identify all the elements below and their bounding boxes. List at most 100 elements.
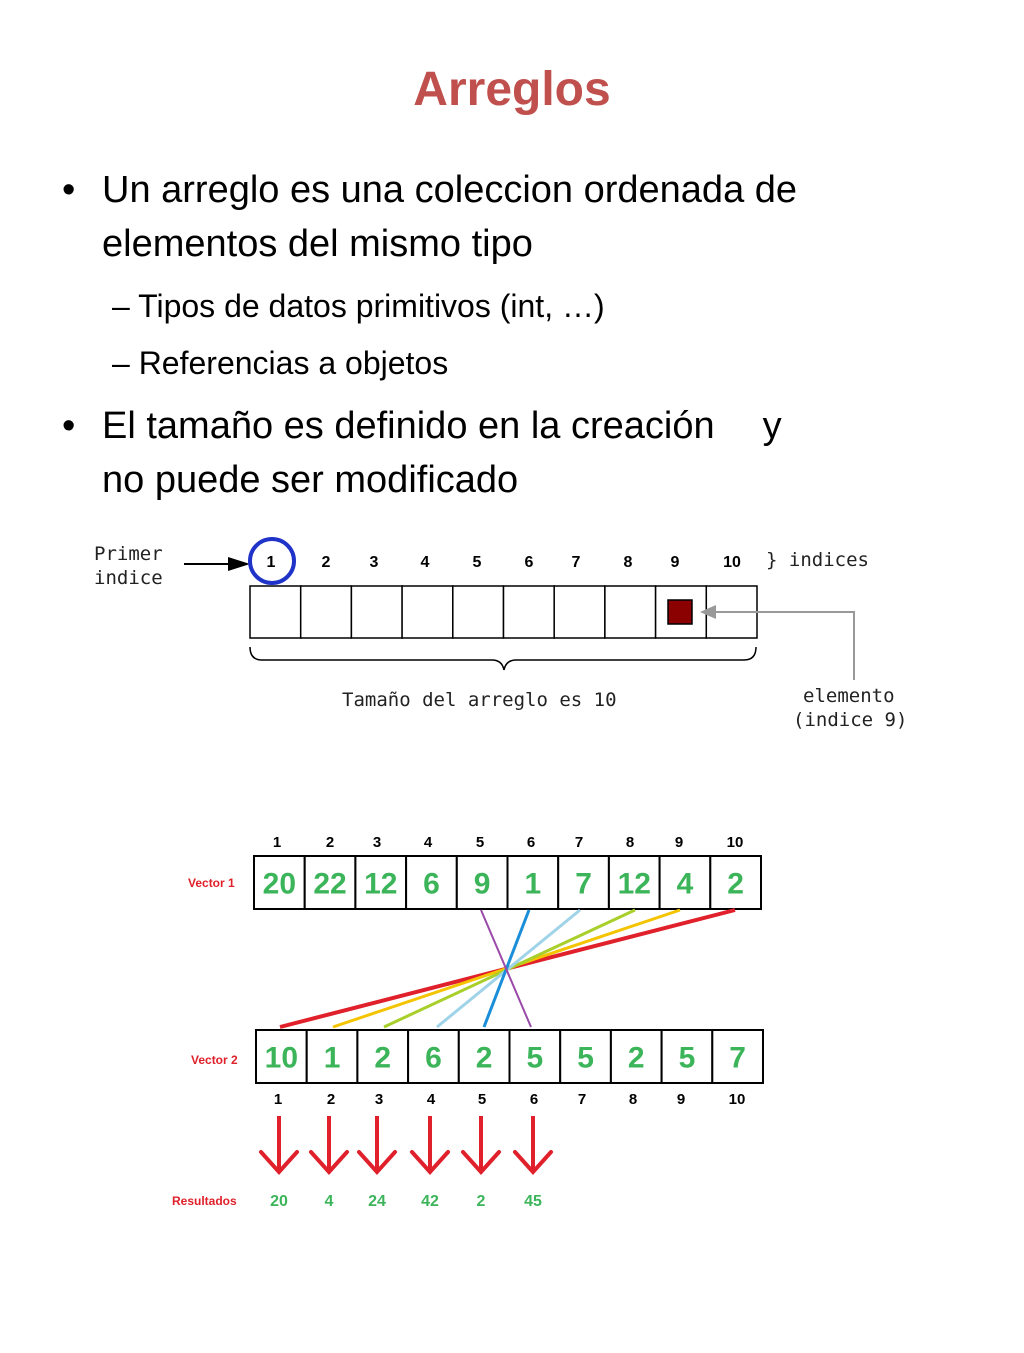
bullet-2-text: El tamaño es definido en la creación y no…	[102, 399, 882, 507]
vector-2-value: 1	[324, 1042, 341, 1075]
vector-2-index: 1	[274, 1091, 282, 1108]
vector-1-value: 20	[263, 868, 296, 901]
bullet-1-text: Un arreglo es una coleccion ordenada de …	[102, 163, 882, 271]
array-cell	[249, 585, 302, 639]
result-value: 20	[270, 1193, 288, 1210]
down-arrow-icon	[259, 1150, 299, 1175]
bullet-2-line-1-end: y	[762, 405, 782, 447]
bullet-2-line-1-main: El tamaño es definido en la creación	[102, 405, 715, 447]
vector-1-index: 3	[373, 834, 381, 851]
vector-2-index: 2	[327, 1091, 335, 1108]
bullet-dot: •	[62, 169, 76, 211]
vector-1-index: 9	[675, 834, 683, 851]
index-label: 2	[322, 554, 331, 571]
vector-1-index: 2	[326, 834, 334, 851]
vector-2-value: 7	[729, 1042, 746, 1075]
vector-1-value: 4	[677, 868, 694, 901]
vector-1-index: 10	[727, 834, 744, 851]
vector-1-cell	[253, 855, 306, 910]
array-cell	[452, 585, 505, 639]
vector-2-value: 6	[425, 1042, 442, 1075]
vector-2-index: 5	[478, 1091, 486, 1108]
vector-2-index: 6	[530, 1091, 538, 1108]
element-pointer-head	[700, 605, 716, 619]
vector-2-index: 10	[729, 1091, 746, 1108]
vector-1-cell	[506, 855, 560, 910]
index-label: 3	[370, 554, 379, 571]
vector-1-value: 1	[525, 868, 542, 901]
dash: –	[112, 345, 130, 381]
results-label: Resultados	[172, 1194, 237, 1208]
vector-2-value: 10	[265, 1042, 298, 1075]
vector-1-label: Vector 1	[188, 876, 235, 890]
slide-title: Arreglos	[413, 63, 611, 116]
bullet-2-line-2: no puede ser modificado	[102, 459, 519, 501]
vector-2-index: 9	[677, 1091, 685, 1108]
result-value: 45	[524, 1193, 542, 1210]
array-cell	[604, 585, 657, 639]
array-cell	[553, 585, 606, 639]
element-label-1: elemento	[803, 685, 895, 707]
down-arrow-icon	[357, 1150, 397, 1175]
vector-2-value: 5	[527, 1042, 544, 1075]
vector-2-cell	[609, 1029, 663, 1084]
result-arrows	[259, 1116, 553, 1175]
vector-1-index: 6	[527, 834, 535, 851]
vector-1-cell	[658, 855, 712, 910]
first-index-circle	[248, 537, 296, 585]
vector-2-cell	[255, 1029, 308, 1084]
vector-2-index: 3	[375, 1091, 383, 1108]
vector-2-value: 2	[374, 1042, 391, 1075]
index-label: 4	[421, 554, 430, 571]
index-label: 7	[572, 554, 581, 571]
vector-1-value: 22	[313, 868, 346, 901]
result-value: 24	[368, 1193, 386, 1210]
vector-1-value: 6	[423, 868, 440, 901]
first-index-label-1: Primer	[94, 543, 163, 565]
vector-2-cell	[660, 1029, 714, 1084]
vector-2-cell	[305, 1029, 359, 1084]
size-brace	[249, 646, 757, 671]
down-arrow-icon	[513, 1150, 553, 1175]
vector-2-index: 4	[427, 1091, 436, 1108]
vector-1-cell	[709, 855, 762, 910]
array-cell	[502, 585, 555, 639]
vector-1-value: 12	[618, 868, 651, 901]
dash: –	[112, 288, 130, 324]
vector-1-value: 12	[364, 868, 397, 901]
bullet-2-line-1: El tamaño es definido en la creación y	[102, 399, 882, 453]
bullet-1-line-1: Un arreglo es una coleccion ordenada de	[102, 169, 798, 211]
sub-bullet-1: – Tipos de datos primitivos (int, …)	[112, 286, 605, 326]
element-label-2: (indice 9)	[793, 709, 907, 731]
vector-1-value: 7	[575, 868, 592, 901]
sub-bullet-2-text: Referencias a objetos	[138, 345, 449, 381]
bullet-1-line-2: elementos del mismo tipo	[102, 223, 533, 265]
vector-2-index: 8	[629, 1091, 637, 1108]
array-cell	[350, 585, 403, 639]
crossing-line	[436, 908, 581, 1029]
down-arrow-icon	[461, 1150, 501, 1175]
vector-2-cell	[559, 1029, 612, 1084]
index-label: 1	[267, 554, 276, 571]
down-arrow-icon	[410, 1150, 450, 1175]
vector-2-value: 2	[476, 1042, 493, 1075]
size-label: Tamaño del arreglo es 10	[342, 689, 617, 711]
vector-1-cell	[354, 855, 408, 910]
vector-1-index: 4	[424, 834, 433, 851]
element-pointer-line	[710, 611, 855, 680]
index-label: 9	[671, 554, 680, 571]
vector-1-cell	[455, 855, 509, 910]
vector-2-label: Vector 2	[191, 1053, 238, 1067]
vector-2-value: 2	[628, 1042, 645, 1075]
vector-1-index: 1	[273, 834, 281, 851]
array-cell	[401, 585, 454, 639]
sub-bullet-2: – Referencias a objetos	[112, 343, 448, 383]
down-arrow-icon	[309, 1150, 349, 1175]
